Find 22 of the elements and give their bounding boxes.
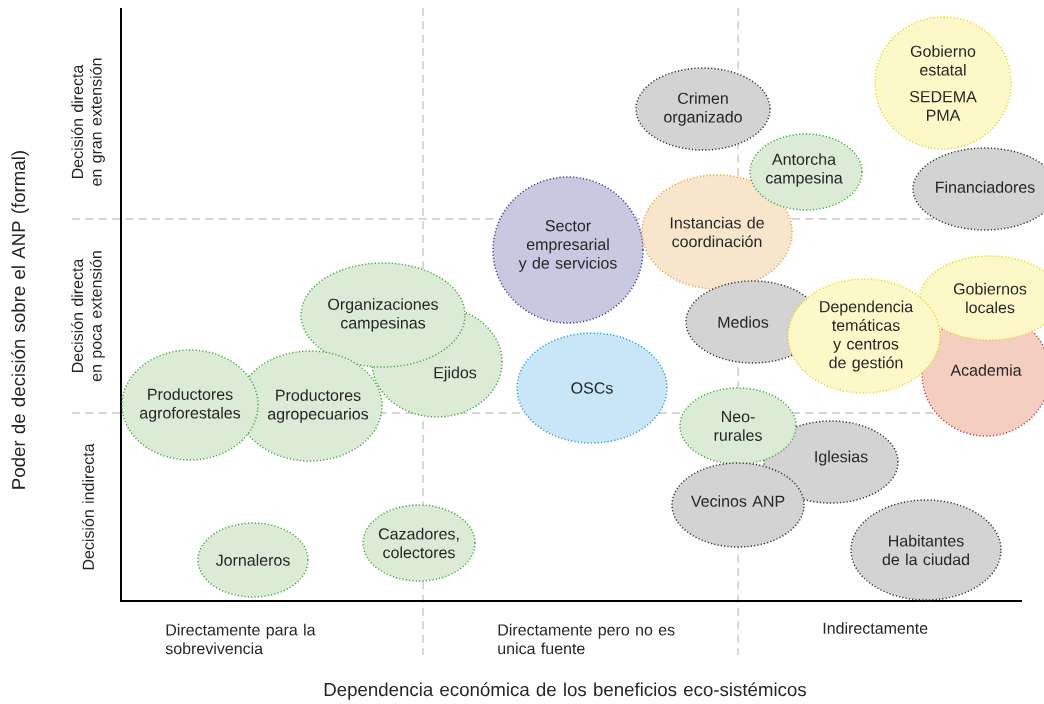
- bubble: Neo-rurales: [679, 387, 797, 465]
- row-label: Decisión indirecta: [82, 443, 94, 570]
- bubble: Dependencia temáticas y centros de gestión: [787, 278, 941, 394]
- bubble: Habitantes de la ciudad: [850, 499, 1002, 601]
- bubble: Vecinos ANP: [671, 462, 805, 548]
- bubble: Financiadores: [912, 147, 1044, 231]
- bubble: Gobierno estatal SEDEMA PMA: [874, 16, 1012, 150]
- row-label: Decisión directa en poca extensión: [71, 251, 105, 382]
- bubble: Gobiernos locales: [919, 255, 1044, 341]
- bubble: Productores agroforestales: [121, 349, 259, 461]
- bubble: Cazadores, colectores: [362, 504, 476, 582]
- bubble: Crimen organizado: [635, 67, 771, 151]
- bubble: Jornaleros: [197, 522, 309, 598]
- column-label: Indirectamente: [823, 622, 928, 634]
- bubble: OSCs: [516, 332, 668, 444]
- axis-title: Poder de decisión sobre el ANP (formal): [11, 151, 29, 489]
- column-label: Directamente para la sobrevivencia: [165, 623, 316, 655]
- axis-title: Dependencia económica de los beneficios eco-sistémicos: [324, 682, 806, 700]
- bubble: Antorcha campesina: [749, 133, 863, 211]
- column-label: Directamente pero no es unica fuente: [498, 623, 675, 655]
- row-label: Decisión directa en gran extensión: [71, 58, 105, 186]
- bubble: Sector empresarial y de servicios: [492, 176, 644, 324]
